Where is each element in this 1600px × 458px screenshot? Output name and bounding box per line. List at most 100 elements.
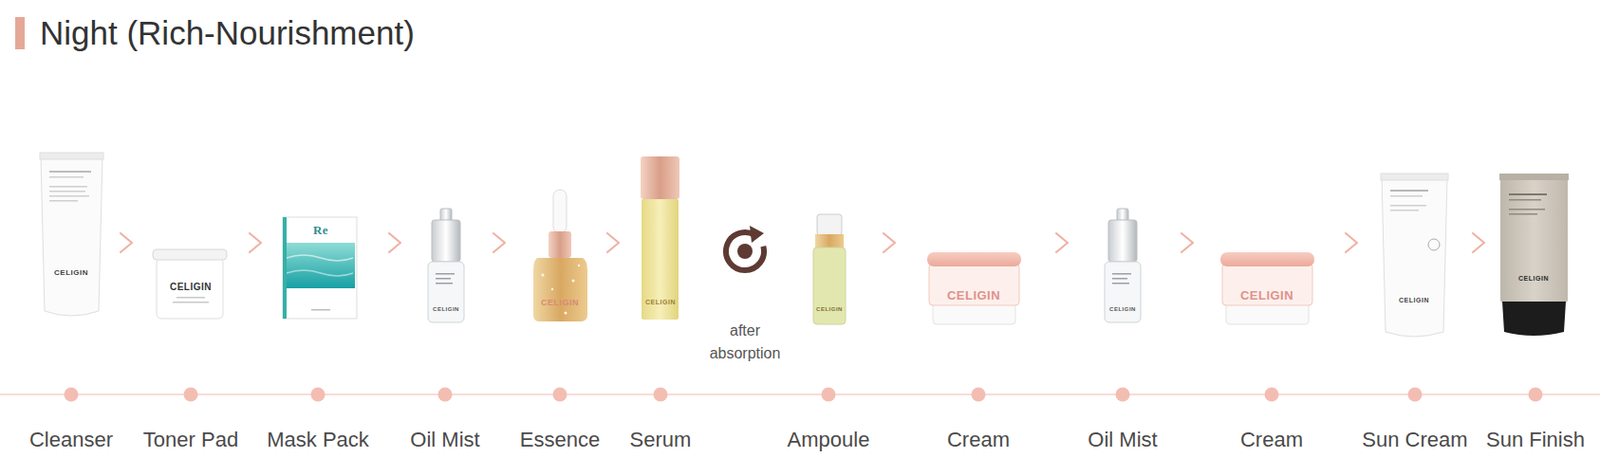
- step-node: Oil Mist: [400, 142, 494, 458]
- sun-finish-tube: [1508, 199, 1542, 202]
- timeline: [1265, 388, 1280, 403]
- sun-finish-tube: [1499, 173, 1569, 181]
- step-label: Sun Finish: [1486, 427, 1585, 453]
- sun-cream-tube: [1380, 173, 1449, 181]
- toner-pad-jar: [152, 249, 227, 261]
- brand-mark: CELIGIN: [1518, 275, 1549, 283]
- sun-finish-tube: [1508, 213, 1538, 216]
- cream-jar: [1220, 252, 1315, 325]
- cleanser-tube: [39, 152, 104, 317]
- brand-mark: CELIGIN: [1109, 306, 1136, 314]
- step-chevron: [493, 233, 505, 253]
- essence-dropper: [553, 189, 567, 234]
- toner-pad-jar: [152, 249, 227, 319]
- label-holder: CELIGIN: [169, 281, 212, 294]
- label-holder: CELIGIN: [54, 268, 89, 278]
- essence-dropper: [541, 274, 545, 278]
- cleanser-tube: [49, 200, 78, 203]
- brand-mark: Re: [313, 223, 329, 239]
- label-holder: Re: [313, 223, 329, 239]
- sun-finish-tube: [1502, 301, 1566, 336]
- timeline: [821, 388, 837, 403]
- oil-mist-bottle: [435, 282, 453, 285]
- brand-mark: CELIGIN: [169, 281, 212, 294]
- serum-bottle: [641, 199, 679, 320]
- timeline: [553, 388, 568, 403]
- mask-pack-box: [286, 255, 354, 261]
- step-node: Oil Mist: [1067, 142, 1182, 458]
- mask-pack-box: [282, 217, 357, 319]
- mask-pack-box: [284, 242, 355, 289]
- label-holder: after absorption: [699, 319, 791, 366]
- sun-finish-tube: [1508, 193, 1547, 196]
- step-label: Oil Mist: [1087, 427, 1157, 453]
- label-holder: CELIGIN: [645, 298, 676, 307]
- essence-dropper: [564, 312, 568, 316]
- step-note: after absorption: [699, 319, 791, 366]
- step-chevron: [1181, 233, 1193, 253]
- step-node: Mask Pack: [260, 142, 390, 458]
- sun-cream-tube: [1390, 189, 1429, 192]
- toner-pad-jar: [176, 297, 205, 299]
- sun-finish-tube: [1500, 175, 1568, 303]
- label-holder: CELIGIN: [1109, 306, 1136, 314]
- step-chevron: [1345, 233, 1358, 253]
- sun-cream-tube: [1380, 173, 1449, 337]
- step-chevron: [249, 233, 261, 253]
- timeline: [311, 388, 326, 403]
- sun-finish-tube: [1508, 208, 1545, 211]
- title-bar: [15, 17, 25, 50]
- step-label: Mask Pack: [266, 427, 370, 453]
- repeat-icon: [737, 243, 753, 260]
- step-label: Cleanser: [29, 427, 113, 453]
- step-node: Sun Finish: [1484, 142, 1595, 458]
- ampoule-bottle: [817, 214, 842, 236]
- cream-jar: [929, 263, 1020, 306]
- cleanser-tube: [39, 152, 104, 160]
- essence-dropper: [533, 258, 588, 322]
- cleanser-tube: [40, 156, 103, 317]
- mask-pack-box: [282, 217, 357, 319]
- cream-jar: [927, 252, 1022, 325]
- cream-jar: [927, 252, 1022, 267]
- step-chevron: [607, 233, 619, 253]
- step-label: Ampoule: [787, 427, 871, 453]
- label-holder: CELIGIN: [816, 306, 843, 314]
- timeline: [1528, 388, 1544, 403]
- timeline: [64, 388, 79, 403]
- oil-mist-bottle: [431, 220, 461, 262]
- brand-mark: CELIGIN: [540, 297, 579, 308]
- label-holder: CELIGIN: [1398, 297, 1430, 305]
- oil-mist-bottle: [1104, 208, 1141, 323]
- timeline: [971, 388, 987, 403]
- step-chevron: [120, 233, 132, 253]
- ampoule-bottle: [813, 247, 846, 325]
- essence-dropper: [533, 189, 588, 322]
- timeline: [184, 388, 199, 403]
- brand-mark: CELIGIN: [947, 289, 1001, 304]
- timeline: [1116, 388, 1131, 403]
- label-holder: CELIGIN: [1518, 275, 1549, 283]
- step-node: Toner Pad: [131, 142, 250, 458]
- sun-cream-tube: [1390, 204, 1427, 207]
- mask-pack-box: [282, 217, 287, 319]
- sun-cream-tube: [1381, 176, 1448, 337]
- brand-mark: CELIGIN: [1240, 289, 1294, 304]
- brand-mark: CELIGIN: [432, 306, 460, 314]
- essence-dropper: [572, 279, 576, 283]
- brand-mark: CELIGIN: [816, 306, 843, 314]
- serum-bottle: [640, 156, 680, 200]
- oil-mist-bottle: [427, 208, 465, 323]
- step-chevron: [1472, 233, 1485, 253]
- step-label: Oil Mist: [409, 427, 480, 453]
- sun-cream-tube: [1390, 195, 1423, 198]
- cleanser-tube: [49, 195, 90, 198]
- essence-dropper: [577, 264, 580, 267]
- repeat-icon: [725, 232, 764, 271]
- brand-mark: CELIGIN: [54, 268, 89, 278]
- ampoule-bottle: [815, 234, 844, 248]
- step-label: Sun Cream: [1361, 427, 1468, 453]
- step-label: Essence: [520, 427, 600, 453]
